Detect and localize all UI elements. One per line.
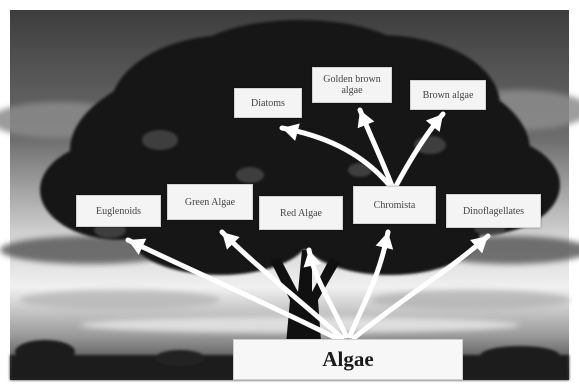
node-green-algae: Green Algae (167, 184, 253, 220)
arrow-algae-to-euglenoids (125, 237, 343, 343)
node-euglenoids: Euglenoids (76, 195, 161, 227)
node-algae-root: Algae (233, 339, 463, 380)
node-chromista: Chromista (353, 186, 436, 224)
arrowheads (128, 110, 488, 268)
arrow-algae-to-chromista-head (375, 232, 394, 250)
arrow-algae-to-dinoflagellates-head (470, 236, 488, 254)
node-diatoms: Diatoms (234, 88, 302, 118)
node-golden-brown-algae: Golden brown algae (312, 67, 392, 103)
arrow-algae-to-green-algae-head (222, 232, 240, 250)
arrow-chromista-to-golden-brown-algae-head (357, 110, 375, 129)
arrow-algae-to-red-algae-head (303, 250, 322, 268)
arrow-algae-to-euglenoids-head (128, 238, 147, 255)
node-dinoflagellates: Dinoflagellates (446, 194, 541, 228)
node-red-algae: Red Algae (259, 196, 343, 230)
arrow-chromista-to-brown-algae-head (425, 114, 443, 133)
arrow-chromista-to-diatoms-head (282, 123, 300, 141)
node-brown-algae: Brown algae (410, 80, 486, 110)
arrow-algae-to-dinoflagellates (351, 233, 491, 341)
arrow-algae-to-green-algae (219, 229, 345, 341)
